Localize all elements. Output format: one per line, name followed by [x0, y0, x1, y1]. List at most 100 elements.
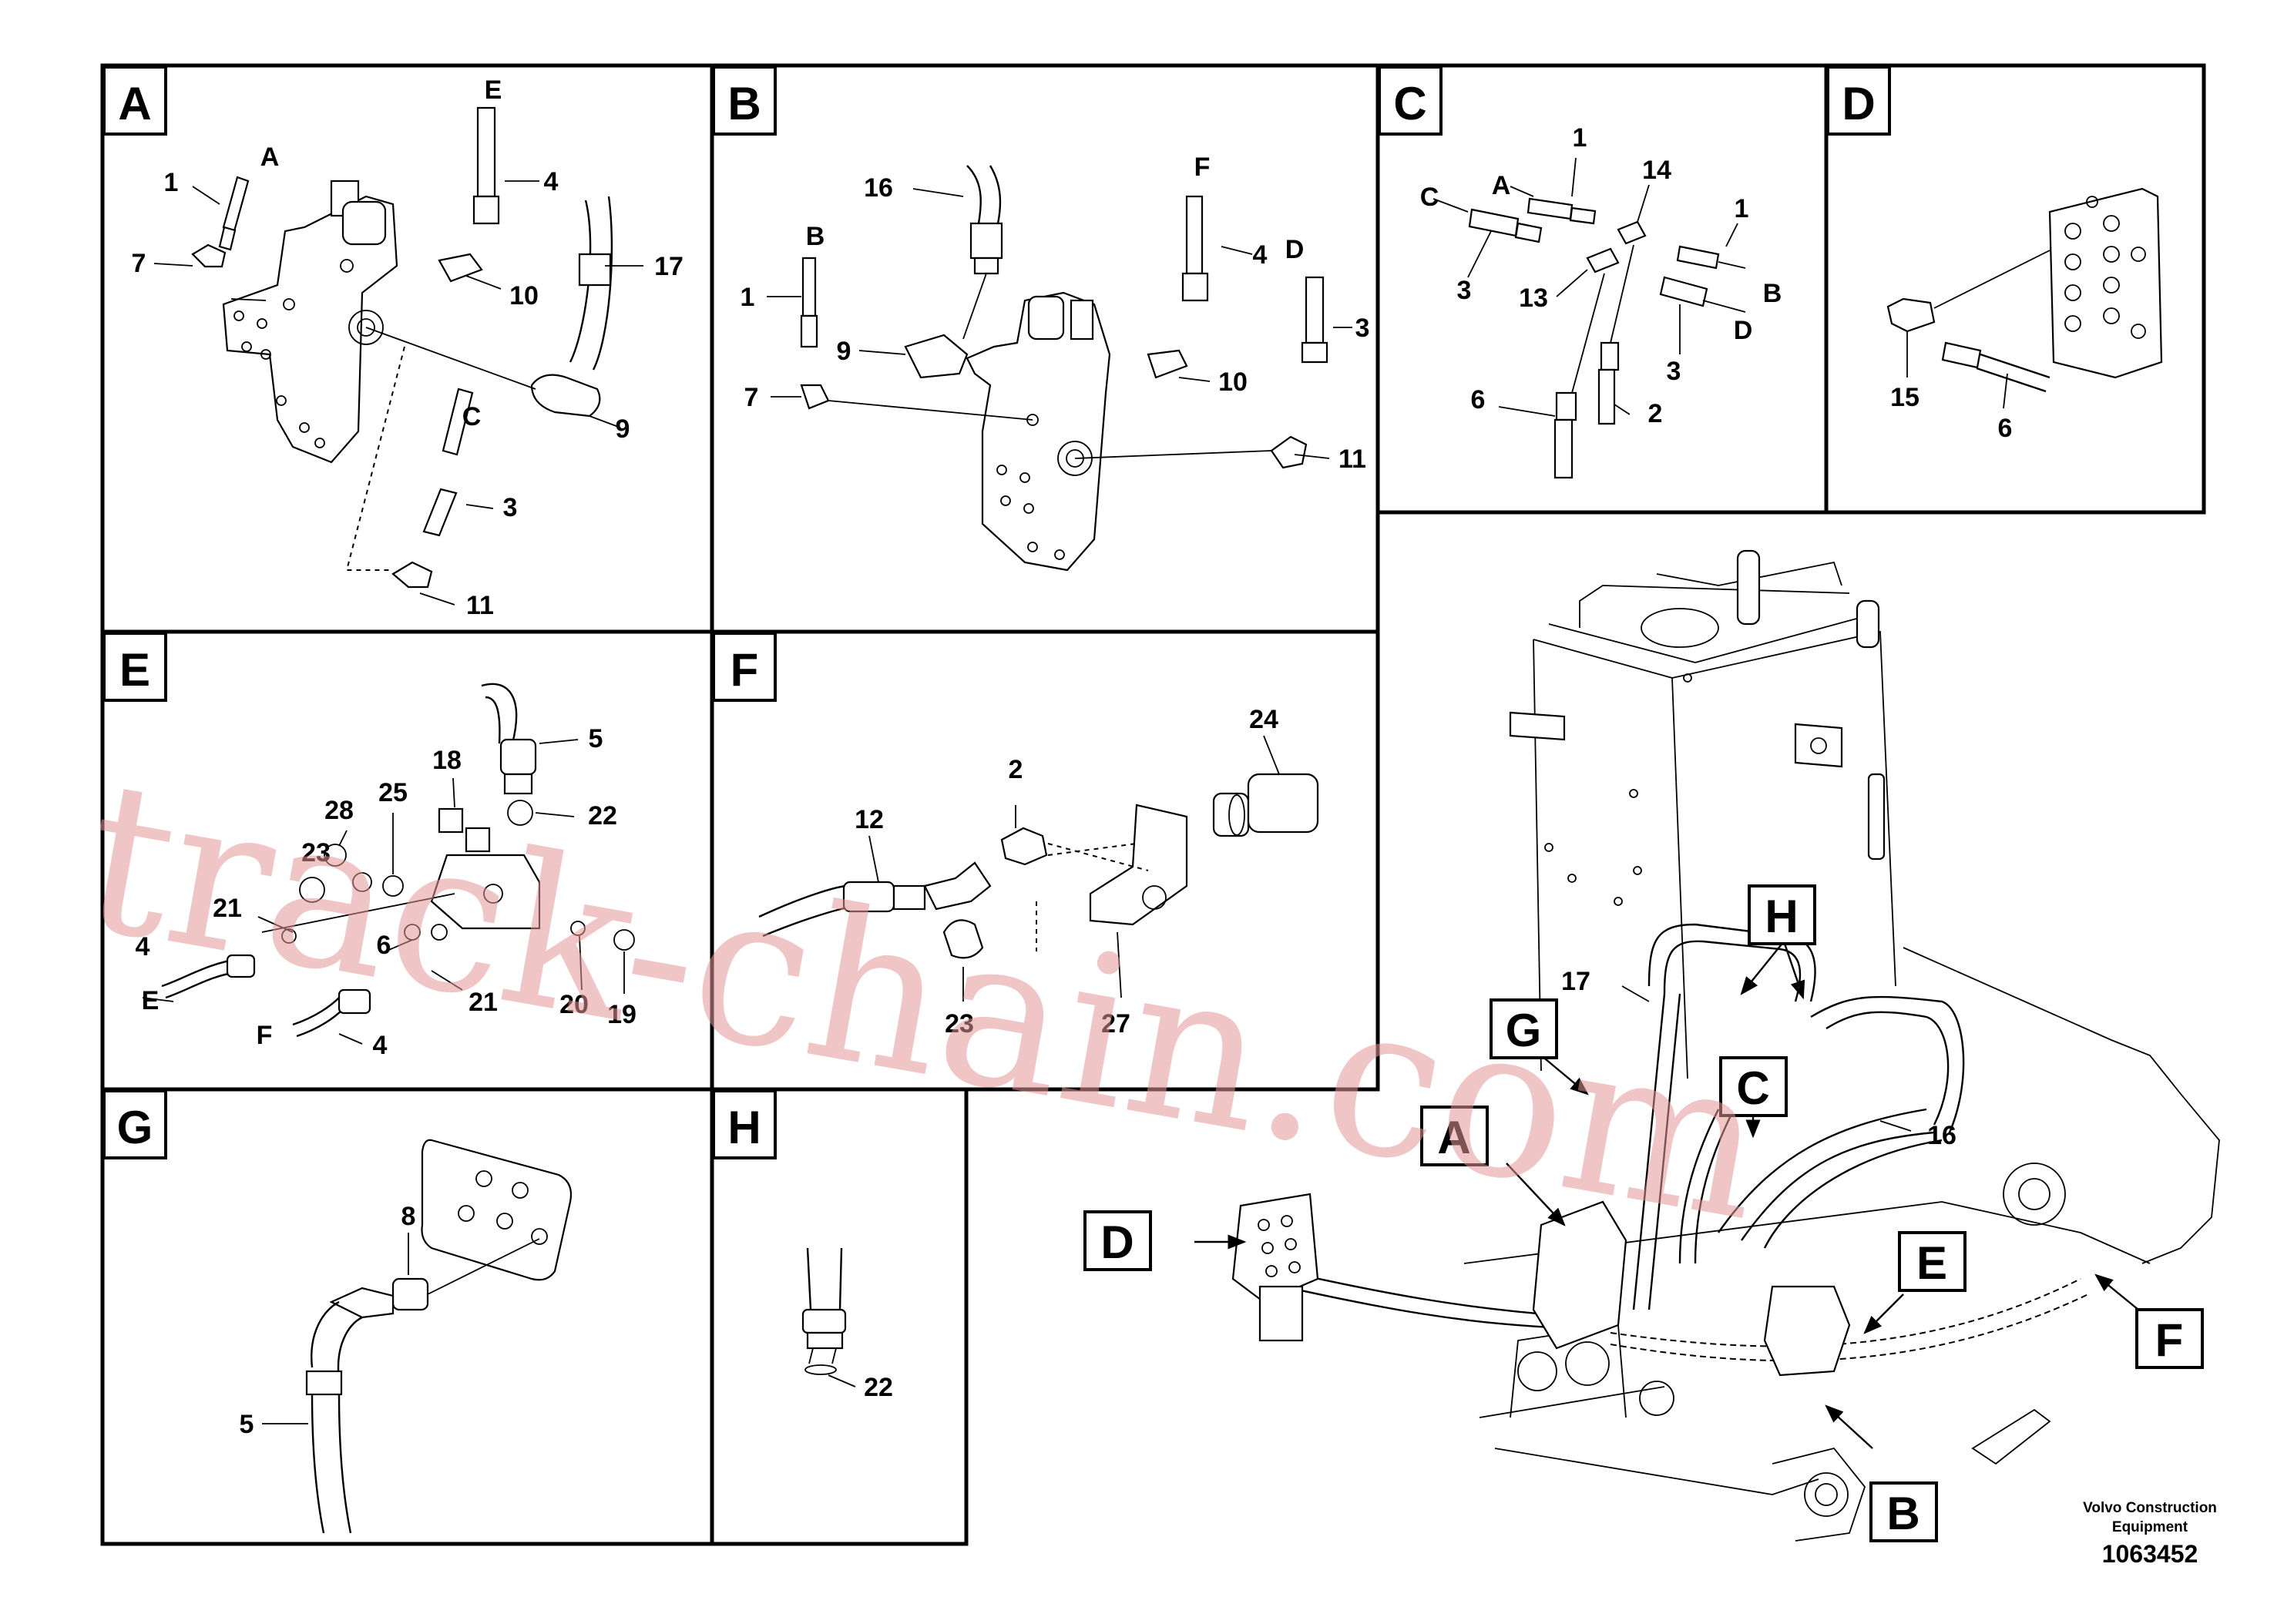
callout-a-9: 9: [616, 414, 630, 444]
panel-letter-box-f: F: [712, 632, 777, 702]
callout-h-22: 22: [864, 1373, 893, 1402]
panel-c-drawing: 1 A 14 C 1 3 13 B D 3 6 2: [1420, 123, 1782, 479]
panel-letter-a: A: [118, 78, 151, 129]
callout-e-28: 28: [324, 796, 354, 825]
callout-e-4b: 4: [373, 1031, 388, 1060]
callout-e-23: 23: [301, 838, 331, 867]
panel-letter-box-d: D: [1826, 65, 1891, 136]
callout-c-1b: 1: [1735, 194, 1749, 223]
callout-a-11: 11: [466, 591, 494, 620]
callout-b-F: F: [1194, 153, 1211, 182]
panel-letter-box-e: E: [102, 632, 167, 702]
callout-e-5: 5: [589, 724, 603, 753]
main-box-b: B: [1869, 1481, 1938, 1542]
callout-b-10: 10: [1218, 367, 1248, 397]
main-box-a: A: [1420, 1106, 1489, 1166]
callout-main-16: 16: [1927, 1121, 1956, 1150]
main-box-h: H: [1748, 884, 1816, 945]
panel-letter-f: F: [731, 644, 759, 696]
callout-f-24: 2: [1009, 755, 1023, 784]
callout-a-3: 3: [503, 493, 518, 522]
panel-letter-d: D: [1842, 78, 1875, 129]
callout-b-4: 4: [1253, 240, 1268, 270]
callout-g-8: 8: [401, 1202, 416, 1231]
callout-f-27: 27: [1101, 1009, 1130, 1038]
callout-f-2: 12: [855, 805, 884, 834]
main-box-e: E: [1898, 1231, 1967, 1292]
callout-d-6: 6: [1998, 414, 2013, 443]
callout-c-1: 1: [1573, 123, 1587, 153]
footer-company-line1: Volvo Construction: [2083, 1500, 2217, 1516]
panel-letter-g: G: [117, 1102, 153, 1153]
callout-e-E: E: [142, 986, 160, 1015]
main-box-e-label: E: [1916, 1237, 1947, 1289]
panel-d-drawing: 15 6: [1886, 187, 2163, 443]
callout-c-14: 14: [1642, 156, 1671, 185]
callout-b-3: 3: [1355, 314, 1370, 343]
callout-c-2: 2: [1648, 399, 1663, 428]
callout-c-A: A: [1492, 171, 1511, 200]
callout-e-19: 19: [607, 1000, 636, 1029]
callout-g-5: 5: [240, 1410, 254, 1439]
callout-c-C: C: [1420, 183, 1439, 212]
callout-e-21b: 21: [469, 988, 498, 1017]
panel-letter-box-c: C: [1378, 65, 1443, 136]
callout-e-18: 18: [432, 746, 462, 775]
callout-a-C: C: [462, 402, 482, 431]
main-box-h-label: H: [1765, 891, 1798, 942]
panel-letter-h: H: [727, 1102, 761, 1153]
main-box-g-label: G: [1506, 1005, 1542, 1056]
callout-e-22: 22: [588, 801, 617, 830]
callout-c-6: 6: [1471, 385, 1486, 414]
callout-c-3b: 3: [1667, 357, 1681, 386]
panel-b-drawing: 16 F B 4 D 1 3 9 7 10 11: [741, 153, 1370, 572]
panel-f-drawing: 12 24 2 23 27: [758, 705, 1319, 1038]
callout-b-11: 11: [1338, 445, 1366, 474]
main-box-d-label: D: [1100, 1216, 1134, 1268]
callout-a-E: E: [485, 75, 502, 105]
panel-letter-e: E: [119, 644, 150, 696]
panel-letter-box-b: B: [712, 65, 777, 136]
main-box-a-label: A: [1437, 1112, 1470, 1163]
callout-c-B: B: [1763, 279, 1782, 308]
panel-h-drawing: 22: [801, 1247, 893, 1402]
callout-e-F: F: [257, 1021, 273, 1050]
footer-drawing-number: 1063452: [2102, 1540, 2198, 1568]
callout-c-3: 3: [1457, 276, 1472, 305]
panel-letter-box-g: G: [102, 1089, 167, 1159]
main-box-f: F: [2135, 1308, 2204, 1369]
watermark-text: track-chain.com: [69, 734, 1782, 1268]
callout-a-10: 10: [509, 281, 539, 310]
callout-c-13: 13: [1519, 284, 1548, 313]
callout-b-7: 7: [744, 383, 759, 412]
callout-a-4: 4: [544, 167, 559, 196]
panel-letter-box-a: A: [102, 65, 167, 136]
main-box-g: G: [1490, 998, 1558, 1059]
callout-f-12: 24: [1249, 705, 1278, 734]
callout-a-7: 7: [132, 249, 146, 278]
callout-b-D: D: [1285, 235, 1305, 264]
callout-f-23: 23: [945, 1009, 974, 1038]
panel-letter-c: C: [1393, 78, 1426, 129]
main-box-f-label: F: [2155, 1314, 2184, 1366]
panel-g-drawing: 8 5: [240, 1139, 573, 1534]
main-box-c: C: [1719, 1056, 1788, 1117]
callout-e-6: 6: [377, 931, 391, 960]
watermark: track-chain.com: [69, 734, 1782, 1268]
footer-company-line2: Equipment: [2112, 1519, 2188, 1535]
callout-a-17: 17: [654, 252, 683, 281]
callout-a-A: A: [260, 143, 280, 172]
callout-d-15: 15: [1890, 383, 1920, 412]
callout-e-20: 20: [559, 990, 589, 1019]
footer: Volvo Construction Equipment 1063452: [2083, 1500, 2217, 1568]
callout-b-1: 1: [741, 283, 755, 312]
main-box-d: D: [1083, 1210, 1152, 1271]
panel-a-drawing: 1 A E 4 7 10 17 9 C 3 11: [132, 75, 683, 620]
callout-b-16: 16: [864, 173, 893, 203]
callout-c-D: D: [1734, 316, 1753, 345]
panel-e-drawing: 5 18 28 25 22 23 21 6 4 E F 4 21 20 19: [136, 683, 636, 1060]
main-box-b-label: B: [1886, 1488, 1920, 1539]
callout-e-21: 21: [213, 894, 242, 923]
